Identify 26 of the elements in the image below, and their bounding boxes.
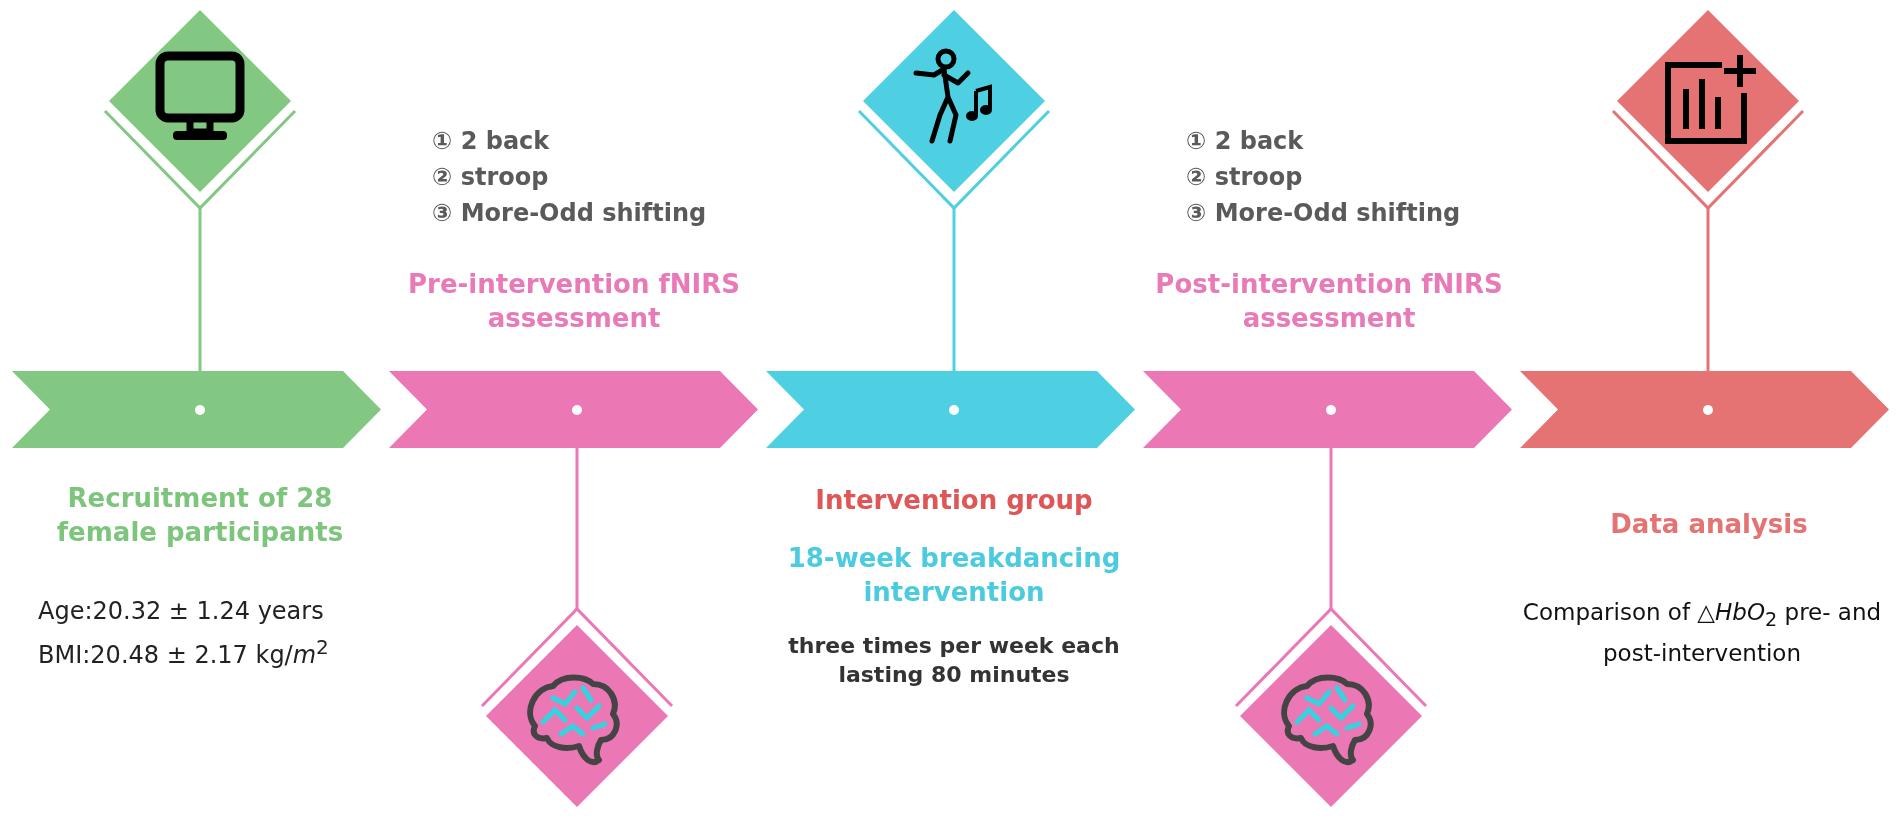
chevron-segment — [1143, 371, 1512, 448]
step-title: Data analysis — [1609, 508, 1809, 541]
connector-line — [575, 448, 579, 609]
step-title: Recruitment of 28 female participants — [55, 482, 345, 549]
chevron-segment — [766, 371, 1135, 448]
step-title: Pre-intervention fNIRS assessment — [407, 268, 741, 335]
connector-line — [198, 208, 202, 371]
chevron-segment — [12, 371, 381, 448]
task-item: ① 2 back — [432, 126, 551, 157]
task-item: ③ More-Odd shifting — [1186, 198, 1462, 229]
connector-line — [1329, 448, 1333, 609]
task-item: ① 2 back — [1186, 126, 1305, 157]
connector-line — [952, 208, 956, 371]
group-title: Intervention group — [814, 484, 1094, 517]
step-title: Post-intervention fNIRS assessment — [1154, 268, 1504, 335]
chevron-segment — [389, 371, 758, 448]
connector-line — [1706, 208, 1710, 371]
participant-stat: Age:20.32 ± 1.24 years — [38, 596, 325, 627]
schedule-note: three times per week each lasting 80 minutes — [787, 632, 1121, 689]
analysis-note: Comparison of △HbO$_{2}$ pre- and post-intervention — [1521, 598, 1883, 669]
chevron-segment — [1520, 371, 1889, 448]
step-title: 18-week breakdancing intervention — [786, 542, 1122, 609]
task-item: ② stroop — [432, 162, 550, 193]
participant-stat: BMI:20.48 ± 2.17 kg/m$^{2}$ — [38, 634, 330, 671]
task-item: ② stroop — [1186, 162, 1304, 193]
task-item: ③ More-Odd shifting — [432, 198, 708, 229]
